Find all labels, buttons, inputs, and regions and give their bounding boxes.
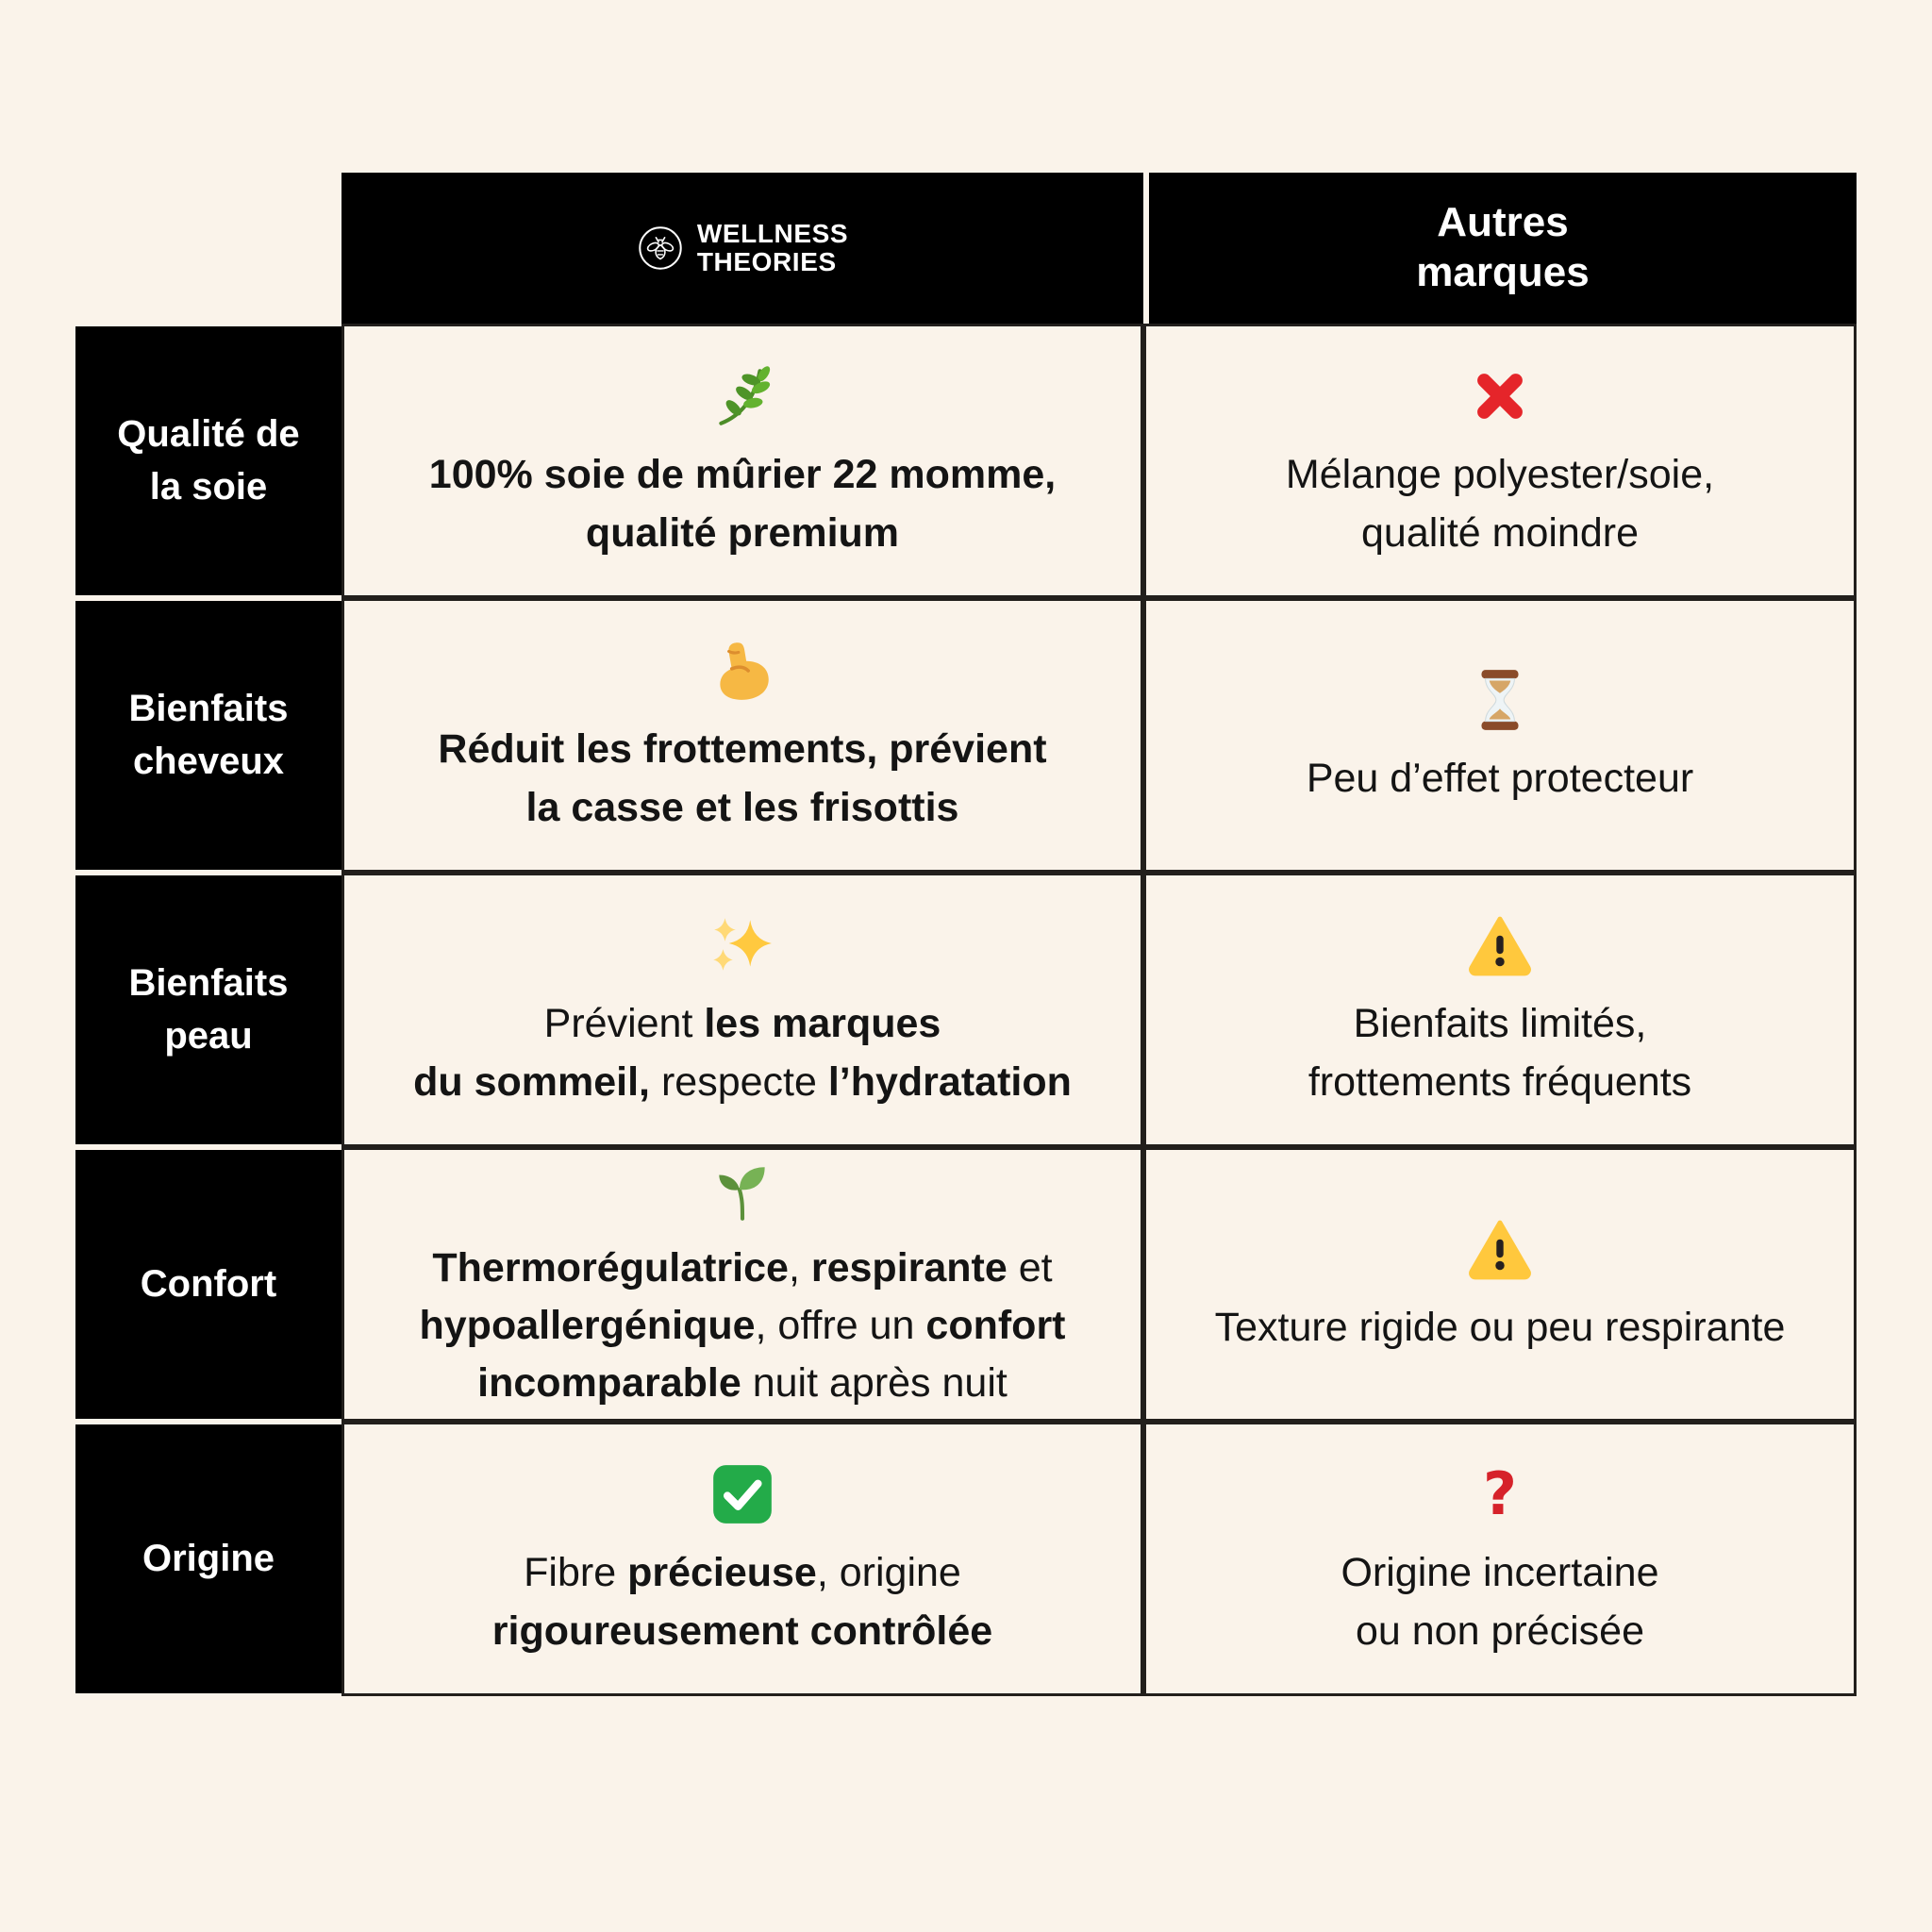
competitor-header-cell: Autres marques: [1149, 173, 1857, 324]
brand-header-cell: WELLNESS THEORIES: [341, 173, 1143, 324]
competitor-cell-confort: Texture rigide ou peu respirante: [1143, 1147, 1857, 1422]
brand-name-line1: WELLNESS: [696, 219, 849, 249]
competitor-cell-bienfaits-cheveux: Peu d’effet protecteur: [1143, 598, 1857, 873]
competitor-label-line2: marques: [1416, 249, 1590, 295]
cross-mark-icon: [1465, 359, 1535, 433]
row-label-confort: Confort: [75, 1150, 341, 1419]
herb-icon: [708, 359, 777, 433]
seedling-icon: [708, 1157, 777, 1226]
brand-name: WELLNESS THEORIES: [697, 220, 848, 276]
sparkles-icon: [708, 908, 777, 982]
row-label-origine: Origine: [75, 1424, 341, 1693]
hourglass-icon: [1465, 663, 1535, 737]
competitor-cell-bienfaits-peau: Bienfaits limités,frottements fréquents: [1143, 873, 1857, 1147]
check-button-icon: [708, 1457, 777, 1531]
warning-icon: [1465, 1212, 1535, 1286]
competitor-text-qualite-soie: Mélange polyester/soie,qualité moindre: [1285, 452, 1715, 556]
competitor-text-bienfaits-peau: Bienfaits limités,frottements fréquents: [1307, 1001, 1692, 1105]
brand-cell-qualite-soie: 100% soie de mûrier 22 momme,qualité pre…: [341, 324, 1143, 598]
red-question-icon: ?: [1483, 1459, 1517, 1529]
warning-icon: [1465, 908, 1535, 982]
brand-logo: WELLNESS THEORIES: [637, 220, 848, 276]
row-label-text: Origine: [142, 1537, 275, 1579]
bee-logo-icon: [639, 226, 682, 270]
row-label-text: Confort: [140, 1262, 277, 1305]
competitor-text-confort: Texture rigide ou peu respirante: [1214, 1304, 1786, 1350]
brand-name-line2: THEORIES: [696, 247, 837, 276]
brand-text-qualite-soie: 100% soie de mûrier 22 momme,qualité pre…: [428, 452, 1057, 556]
competitor-header-label: Autres marques: [1416, 198, 1589, 298]
competitor-cell-qualite-soie: Mélange polyester/soie,qualité moindre: [1143, 324, 1857, 598]
competitor-text-bienfaits-cheveux: Peu d’effet protecteur: [1306, 755, 1694, 801]
competitor-label-line1: Autres: [1437, 199, 1569, 246]
flexed-biceps-icon: [708, 634, 777, 708]
